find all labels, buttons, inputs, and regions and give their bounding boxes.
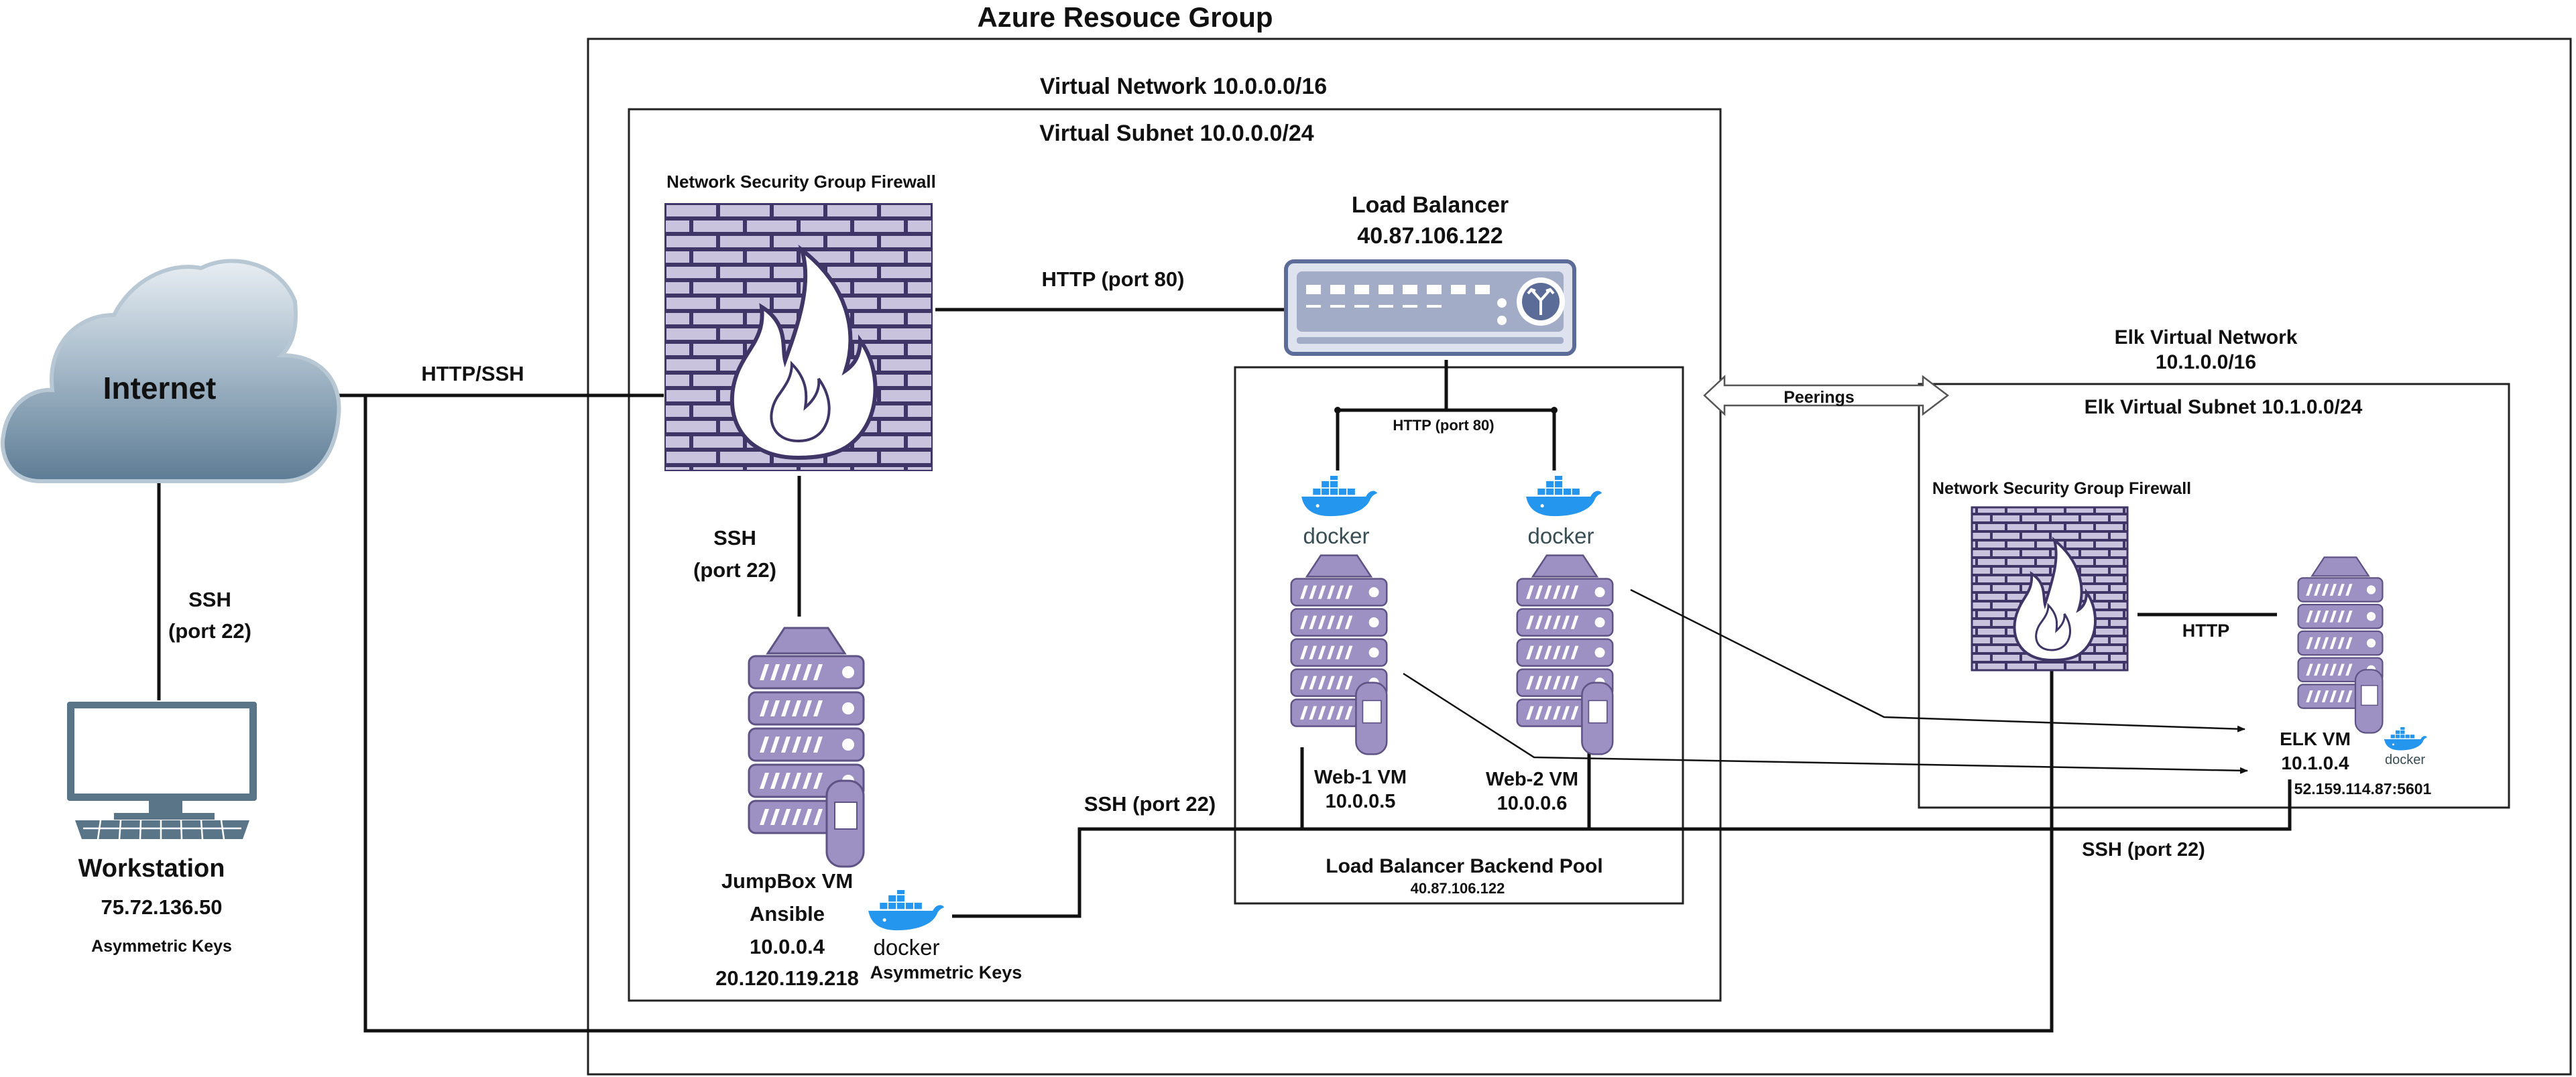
http-ssh-label: HTTP/SSH: [421, 362, 524, 385]
web2-name: Web-2 VM: [1486, 769, 1578, 790]
jumpbox-keys: Asymmetric Keys: [870, 962, 1022, 983]
vnet-label: Virtual Network 10.0.0.0/16: [1040, 74, 1327, 99]
arrow-web2-elk: [1630, 588, 2245, 733]
jumpbox-role: Ansible: [750, 902, 825, 926]
elk-subnet-label: Elk Virtual Subnet 10.1.0.0/24: [2085, 396, 2363, 418]
web1-name: Web-1 VM: [1314, 767, 1407, 788]
elk-server-icon: [2296, 556, 2384, 734]
jumpbox-public-ip: 20.120.119.218: [715, 966, 859, 990]
elk-vnet-label-line1: Elk Virtual Network: [2115, 326, 2298, 349]
web1-server-icon: [1290, 554, 1388, 755]
nsg-label: Network Security Group Firewall: [666, 172, 936, 192]
workstation-icon: [67, 702, 257, 840]
jumpbox-server-icon: [748, 627, 865, 868]
web1-docker-icon: docker: [1301, 476, 1378, 548]
web2-docker-text: docker: [1527, 523, 1594, 548]
web2-ip: 10.0.0.6: [1497, 793, 1568, 814]
web2-server-icon: [1516, 554, 1614, 755]
jumpbox-docker-text: docker: [873, 935, 939, 960]
web2-docker-icon: docker: [1526, 476, 1602, 548]
elk-vnet-label-line2: 10.1.0.0/16: [2156, 351, 2256, 373]
jumpbox-name: JumpBox VM: [721, 869, 853, 893]
elk-docker-text: docker: [2385, 753, 2425, 767]
workstation-keys: Asymmetric Keys: [91, 937, 232, 956]
link-bottom-loop: [363, 395, 2054, 1033]
link-jumpbox-ssh: [952, 779, 2292, 918]
elk-vnet-box: [1918, 383, 2510, 809]
ssh-jb-label-2: (port 22): [693, 558, 776, 582]
jumpbox-docker-icon: docker: [868, 890, 945, 960]
ssh-ws-label-1: SSH: [188, 588, 231, 611]
web1-ip: 10.0.0.5: [1326, 791, 1396, 812]
elk-docker-icon: docker: [2384, 727, 2428, 767]
ssh-elk-label: SSH (port 22): [2082, 839, 2205, 861]
resource-group-box: [587, 38, 2572, 1076]
ssh-jb-label-1: SSH: [713, 526, 756, 550]
nsg-firewall-icon: [664, 203, 933, 471]
http80-label: HTTP (port 80): [1042, 267, 1185, 291]
web1-docker-text: docker: [1303, 523, 1369, 548]
elk-public-ip: 52.159.114.87:5601: [2294, 780, 2432, 798]
ssh-pool-label: SSH (port 22): [1084, 792, 1216, 816]
lb-ip: 40.87.106.122: [1357, 223, 1503, 249]
internet-cloud: Internet: [1, 259, 341, 483]
elk-ip: 10.1.0.4: [2281, 753, 2349, 773]
backend-pool-ip: 40.87.106.122: [1411, 880, 1505, 897]
vnet-box: [628, 108, 1722, 1002]
arrow-web1-elk: [1403, 672, 2248, 774]
peerings-arrow: [1703, 375, 1950, 416]
peerings-label: Peerings: [1783, 388, 1855, 407]
lb-name: Load Balancer: [1352, 192, 1509, 218]
load-balancer-icon: [1284, 259, 1576, 356]
subnet-label: Virtual Subnet 10.0.0.0/24: [1039, 121, 1314, 146]
workstation-name: Workstation: [78, 854, 225, 883]
elk-nsg-firewall-icon: [1971, 506, 2129, 672]
backend-pool-box: [1234, 366, 1684, 905]
http80-pool-label: HTTP (port 80): [1393, 417, 1494, 434]
workstation-ip: 75.72.136.50: [101, 895, 222, 919]
resource-group-label: Azure Resouce Group: [977, 1, 1273, 33]
link-lb-web1: [1336, 408, 1556, 470]
ssh-ws-label-2: (port 22): [168, 619, 251, 643]
jumpbox-private-ip: 10.0.0.4: [750, 935, 825, 958]
elk-name: ELK VM: [2280, 728, 2351, 749]
elk-nsg-label: Network Security Group Firewall: [1932, 479, 2191, 498]
http-elk-label: HTTP: [2182, 621, 2230, 641]
backend-pool-label: Load Balancer Backend Pool: [1326, 855, 1602, 877]
internet-label: Internet: [103, 371, 217, 405]
